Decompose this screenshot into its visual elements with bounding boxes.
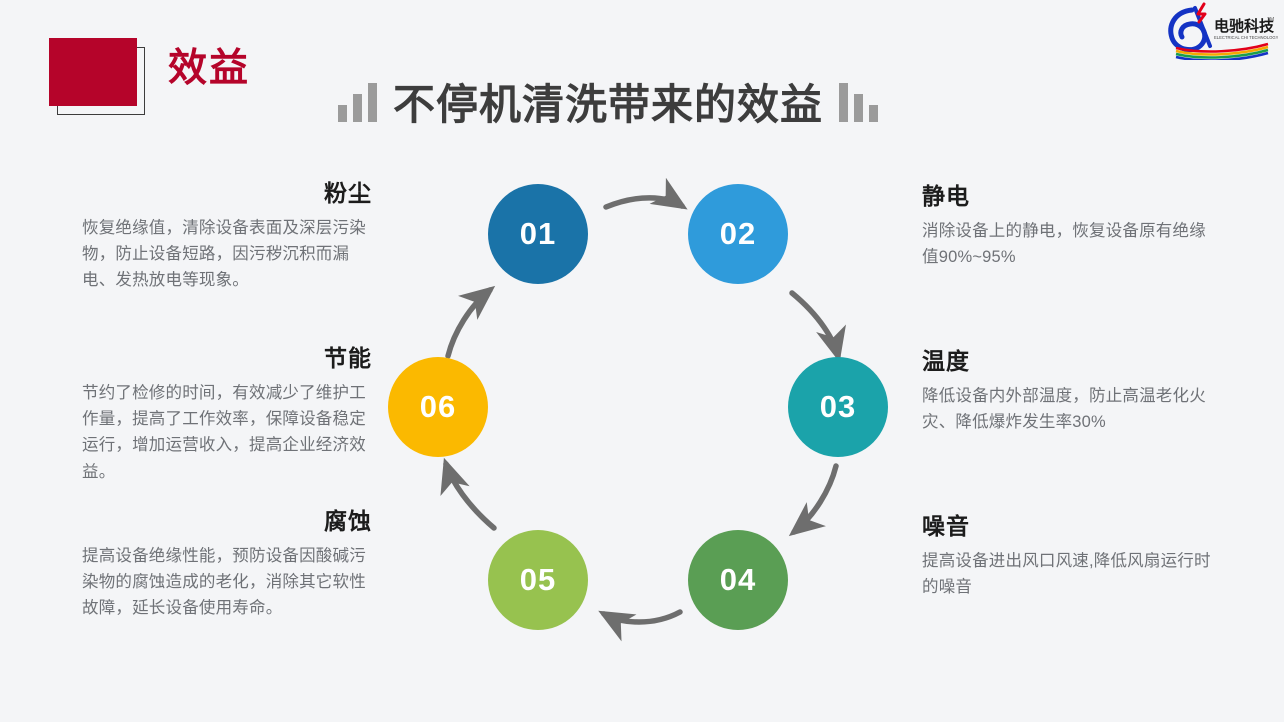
bar-chart-descending-icon xyxy=(839,80,879,128)
cycle-node-label: 06 xyxy=(419,389,457,424)
cycle-diagram: 01 02 03 04 05 06 xyxy=(370,160,915,660)
benefit-text: 提高设备进出风口风速,降低风扇运行时的噪音 xyxy=(922,551,1211,596)
section-label: 效益 xyxy=(168,47,251,90)
benefit-heading: 噪音 xyxy=(922,513,970,539)
svg-text:ELECTRICAL CHI TECHNOLOGY: ELECTRICAL CHI TECHNOLOGY xyxy=(1214,35,1278,40)
benefit-text: 提高设备绝缘性能，预防设备因酸碱污染物的腐蚀造成的老化，消除其它软性故障，延长设… xyxy=(82,546,366,618)
benefit-heading: 静电 xyxy=(922,183,970,209)
cycle-node-label: 03 xyxy=(819,389,857,424)
benefit-block-noise: 噪音 提高设备进出风口风速,降低风扇运行时的噪音 xyxy=(922,513,1212,600)
bar-chart-ascending-icon xyxy=(338,80,377,128)
cycle-node-label: 01 xyxy=(519,216,557,251)
cycle-node-05[interactable]: 05 xyxy=(488,530,588,630)
benefit-text: 消除设备上的静电，恢复设备原有绝缘值90%~95% xyxy=(922,221,1206,266)
title-row: 不停机清洗带来的效益 xyxy=(338,66,879,128)
badge-fill-shape xyxy=(49,38,137,106)
svg-text:电驰科技: 电驰科技 xyxy=(1214,17,1275,35)
page-title: 不停机清洗带来的效益 xyxy=(393,81,824,128)
benefit-heading: 腐蚀 xyxy=(324,508,372,534)
cycle-arrows xyxy=(440,177,846,642)
benefit-heading: 温度 xyxy=(922,348,970,374)
benefit-block-static: 静电 消除设备上的静电，恢复设备原有绝缘值90%~95% xyxy=(922,183,1212,270)
svg-text:TM: TM xyxy=(1267,17,1274,23)
benefit-heading: 节能 xyxy=(324,345,372,371)
benefit-block-temperature: 温度 降低设备内外部温度，防止高温老化火灾、降低爆炸发生率30% xyxy=(922,348,1212,435)
cycle-node-01[interactable]: 01 xyxy=(488,184,588,284)
benefit-block-energy: 节能 节约了检修的时间，有效减少了维护工作量，提高了工作效率，保障设备稳定运行，… xyxy=(82,345,372,485)
benefit-block-corrosion: 腐蚀 提高设备绝缘性能，预防设备因酸碱污染物的腐蚀造成的老化，消除其它软性故障，… xyxy=(82,508,372,622)
company-logo: 电驰科技 ELECTRICAL CHI TECHNOLOGY TM xyxy=(1162,2,1279,62)
cycle-node-03[interactable]: 03 xyxy=(788,357,888,457)
cycle-node-02[interactable]: 02 xyxy=(688,184,788,284)
cycle-node-04[interactable]: 04 xyxy=(688,530,788,630)
benefit-text: 节约了检修的时间，有效减少了维护工作量，提高了工作效率，保障设备稳定运行，增加运… xyxy=(82,383,366,481)
cycle-node-label: 05 xyxy=(519,562,557,597)
cycle-node-06[interactable]: 06 xyxy=(388,357,488,457)
benefit-text: 恢复绝缘值，清除设备表面及深层污染物，防止设备短路，因污秽沉积而漏电、发热放电等… xyxy=(82,218,366,290)
cycle-node-label: 02 xyxy=(719,216,757,251)
cycle-node-label: 04 xyxy=(719,562,757,597)
benefit-block-dust: 粉尘 恢复绝缘值，清除设备表面及深层污染物，防止设备短路，因污秽沉积而漏电、发热… xyxy=(82,180,372,294)
benefit-heading: 粉尘 xyxy=(324,180,372,206)
benefit-text: 降低设备内外部温度，防止高温老化火灾、降低爆炸发生率30% xyxy=(922,386,1206,431)
section-badge xyxy=(49,38,145,116)
